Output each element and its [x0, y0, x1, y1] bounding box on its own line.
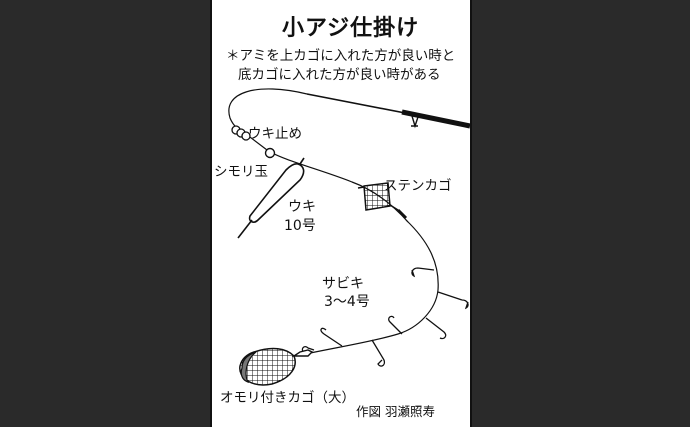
label-float-size: 10号 [284, 218, 316, 234]
float-stop-knot [231, 125, 251, 141]
weighted-basket-icon [239, 347, 314, 386]
swivel [396, 208, 408, 220]
note-line-2: 底カゴに入れた方が良い時がある [238, 67, 441, 83]
label-float-stop: ウキ止め [248, 126, 302, 142]
stainless-basket-icon [357, 182, 399, 211]
label-sabiki-size: 3〜4号 [324, 294, 370, 310]
float-icon [237, 157, 305, 239]
rod-reel [411, 115, 419, 129]
rig-illustration [228, 88, 471, 386]
sabiki-line [295, 219, 439, 357]
diagram-title: 小アジ仕掛け [282, 16, 420, 41]
label-sabiki: サビキ [322, 276, 364, 292]
label-shimori-bead: シモリ玉 [214, 164, 268, 180]
credit-text: 作図 羽瀬照寿 [356, 404, 435, 419]
rod-butt [401, 109, 471, 129]
note-line-1: ＊アミを上カゴに入れた方が良い時と [226, 48, 456, 64]
label-weighted-basket: オモリ付きカゴ（大） [220, 390, 355, 406]
label-float: ウキ [288, 199, 316, 215]
label-stainless-basket: ステンカゴ [384, 178, 452, 194]
sabiki-hooks [301, 267, 469, 367]
shimori-bead [264, 147, 276, 159]
diagram-board: 小アジ仕掛け ＊アミを上カゴに入れた方が良い時と 底カゴに入れた方が良い時がある… [210, 0, 472, 427]
